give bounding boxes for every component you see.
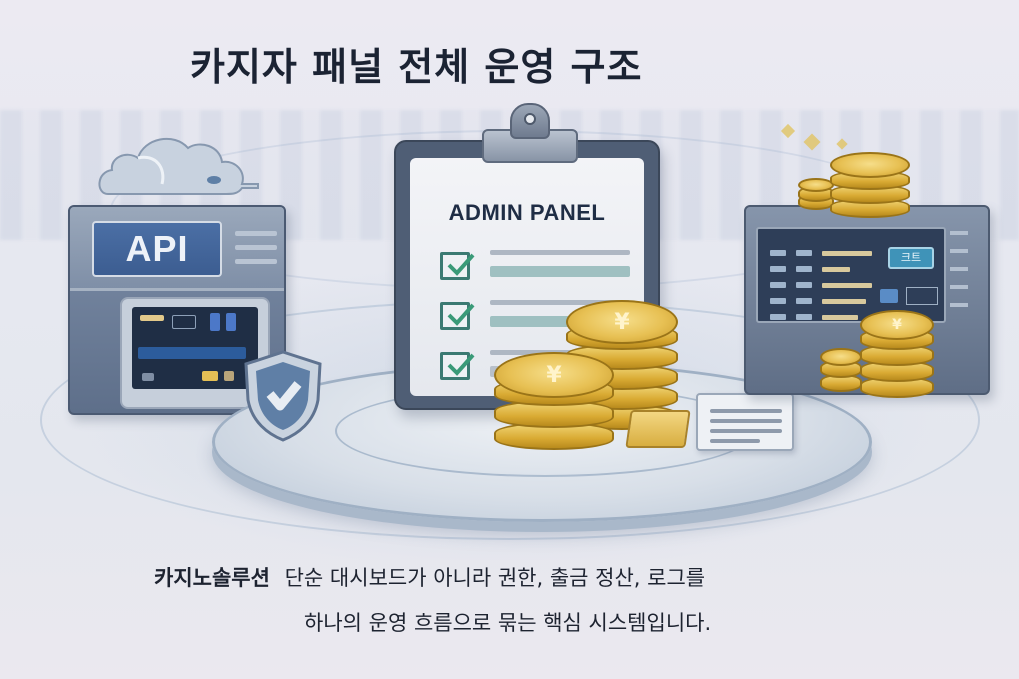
checkbox-checked-icon — [440, 252, 475, 280]
gold-bar-icon — [625, 410, 691, 448]
vent-icon — [235, 231, 277, 273]
caption-brand: 카지노솔루션 — [154, 566, 270, 590]
coin-stack-icon: ¥ — [494, 352, 614, 450]
caption-line2-text: 하나의 운영 흐름으로 묶는 핵심 시스템입니다. — [304, 611, 712, 636]
api-label-plate: API — [92, 221, 222, 277]
coin-stack-icon — [820, 348, 862, 392]
terminal-button: 크트 — [888, 247, 934, 269]
api-label: API — [125, 228, 189, 269]
cloud-icon — [96, 128, 266, 202]
terminal-side-panel — [950, 231, 978, 321]
admin-panel-title: ADMIN PANEL — [448, 200, 606, 225]
coin-stack-icon — [830, 152, 910, 218]
caption-line1-text: 단순 대시보드가 아니라 권한, 출금 정산, 로그를 — [284, 566, 706, 590]
checkbox-checked-icon — [440, 352, 475, 380]
clipboard-clip-icon — [482, 103, 578, 163]
card-icon — [696, 393, 794, 451]
checkbox-checked-icon — [440, 302, 475, 330]
terminal-screen: 크트 — [756, 227, 946, 323]
coin-stack-icon: ¥ — [860, 310, 934, 398]
api-monitor — [120, 297, 270, 409]
checklist-item — [440, 248, 640, 284]
page-title: 카지자 패널 전체 운영 구조 — [190, 45, 643, 89]
api-server-icon: API — [68, 205, 286, 415]
terminal-icon: 크트 — [744, 205, 990, 395]
coin-stack-icon — [798, 178, 834, 214]
shield-icon — [240, 348, 326, 442]
checklist-item — [440, 298, 640, 334]
caption: 카지노솔루션 단순 대시보드가 아니라 권한, 출금 정산, 로그를 하나의 운… — [154, 566, 994, 636]
